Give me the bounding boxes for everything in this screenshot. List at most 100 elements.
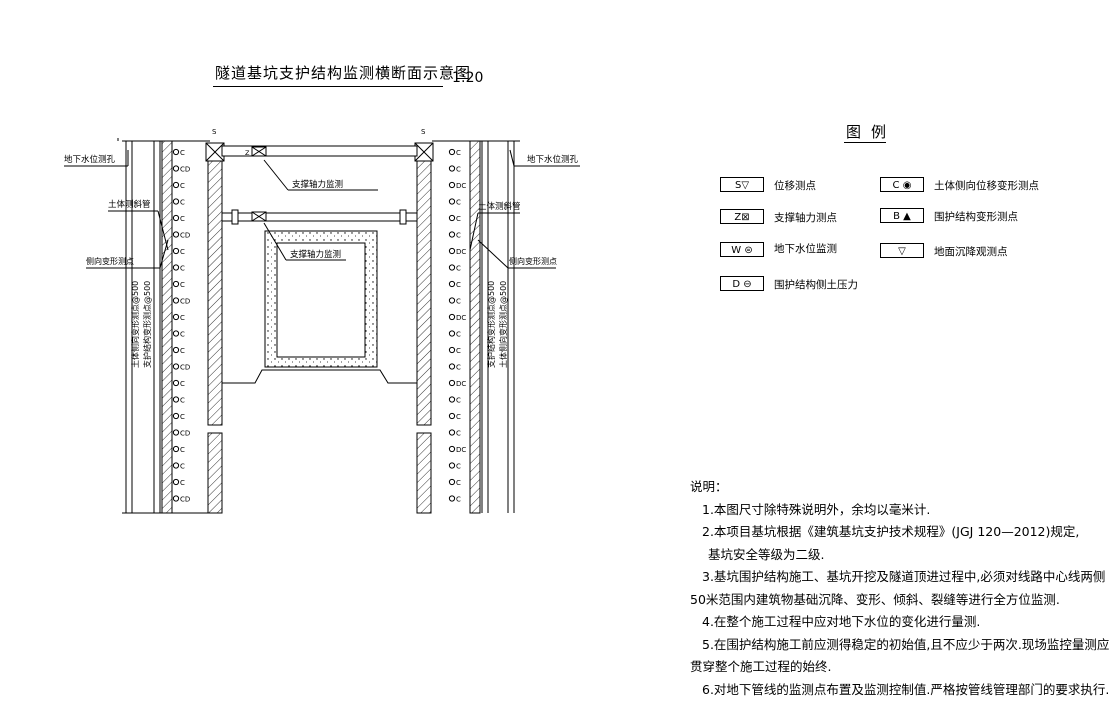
marker-z-top: Z (245, 149, 250, 157)
note-line: 贯穿整个施工过程的始终. (690, 659, 832, 674)
monitoring-point-label: CD (180, 364, 190, 372)
monitoring-point-label: C (456, 413, 461, 421)
monitoring-point-label: C (456, 166, 461, 174)
note-line: 6.对地下管线的监测点布置及监测控制值.严格按管线管理部门的要求执行. (702, 681, 1109, 697)
monitoring-point-marker (172, 330, 180, 337)
legend-symbol-earth-pressure: D ⊖ (720, 276, 764, 291)
monitoring-point-label: CD (180, 430, 190, 438)
monitoring-point-label: C (180, 149, 185, 157)
note-line: 4.在整个施工过程中应对地下水位的变化进行量测. (702, 614, 981, 629)
monitoring-point-marker (172, 445, 180, 453)
legend-title-underline (844, 142, 886, 143)
monitoring-point-marker (448, 214, 456, 222)
marker-s-left: S (212, 128, 217, 136)
label-lateral-right: 侧向变形测点 (509, 256, 557, 266)
monitoring-point-label: CD (180, 298, 190, 306)
label-vertical-left-1: 土体侧向变形测点@500 (130, 281, 140, 368)
label-inclinometer-left: 土体测斜管 (108, 199, 151, 210)
note-line: 1.本图尺寸除特殊说明外，余均以毫米计. (702, 501, 931, 517)
note-line: 3.基坑围护结构施工、基坑开挖及隧道顶进过程中,必须对线路中心线两侧 (702, 569, 1106, 584)
note-line: 2.本项目基坑根据《建筑基坑支护技术规程》(JGJ 120—2012)规定, (702, 524, 1080, 539)
legend-label-soil-lateral: 土体侧向位移变形测点 (934, 180, 1039, 192)
monitoring-point-marker (172, 297, 180, 304)
monitoring-point-label: CD (180, 496, 190, 504)
legend-symbol-strut-axial: Z⊠ (720, 209, 764, 224)
note-line: 5.在围护结构施工前应测得稳定的初始值,且不应少于两次.现场监控量测应 (702, 636, 1109, 652)
monitoring-point-label: DC (456, 182, 466, 190)
monitoring-point-label: C (180, 182, 185, 190)
label-strut-axial-mid: 支撑轴力监测 (290, 249, 341, 260)
monitoring-point-marker (172, 429, 180, 436)
legend-label-wall-deformation: 围护结构变形测点 (934, 211, 1018, 223)
monitoring-point-label: C (456, 331, 461, 339)
monitoring-point-label: C (180, 347, 185, 355)
monitoring-point-label: C (180, 413, 185, 421)
monitoring-point-label: C (456, 479, 461, 487)
monitoring-point-label: C (456, 347, 461, 355)
title-underline (213, 86, 443, 87)
monitoring-point-marker (448, 297, 456, 304)
monitoring-point-marker (448, 264, 456, 271)
note-line: 50米范围内建筑物基础沉降、变形、倾斜、裂缝等进行全方位监测. (690, 591, 1060, 607)
monitoring-point-marker (448, 247, 456, 255)
monitoring-point-label: C (180, 265, 185, 273)
monitoring-point-marker (172, 313, 180, 321)
legend-symbol-groundwater: W ⊜ (720, 242, 764, 257)
label-vertical-right-1: 支护结构变形测点@500 (486, 281, 496, 368)
monitoring-point-label: C (180, 281, 185, 289)
monitoring-point-marker (172, 214, 180, 222)
label-strut-axial-top: 支撑轴力监测 (292, 179, 343, 190)
monitoring-point-label: DC (456, 380, 466, 388)
monitoring-point-marker (448, 478, 456, 486)
monitoring-point-label: C (456, 232, 461, 240)
right-borehole (469, 140, 515, 514)
monitoring-point-marker (172, 181, 180, 189)
monitoring-point-label: CD (180, 232, 190, 240)
legend-title: 图例 (846, 123, 897, 141)
monitoring-point-label: DC (456, 314, 466, 322)
monitoring-point-label: C (456, 364, 461, 372)
legend-label-settlement: 地面沉降观测点 (934, 246, 1008, 258)
monitoring-point-label: C (180, 446, 185, 454)
monitoring-point-marker (448, 165, 456, 172)
monitoring-point-marker (172, 412, 180, 420)
legend-symbol-wall-deformation: B ▲ (880, 208, 924, 223)
monitoring-point-marker (448, 313, 456, 321)
legend-label-strut-axial: 支撑轴力测点 (774, 212, 837, 224)
monitoring-point-marker (172, 247, 180, 255)
monitoring-point-marker (172, 379, 180, 387)
monitoring-point-label: C (180, 215, 185, 223)
monitoring-point-marker (172, 264, 180, 271)
monitoring-point-marker (448, 280, 456, 288)
monitoring-point-marker (448, 346, 456, 354)
note-line: 基坑安全等级为二级. (708, 546, 825, 562)
monitoring-point-marker (172, 148, 180, 156)
legend-symbol-settlement: ▽ (880, 243, 924, 258)
monitoring-point-label: C (180, 380, 185, 388)
monitoring-point-label: C (180, 479, 185, 487)
left-retaining-wall (161, 140, 173, 514)
label-vertical-right-2: 土体侧向变形测点@500 (498, 281, 508, 368)
legend-label-groundwater: 地下水位监测 (774, 243, 837, 255)
monitoring-point-label: C (180, 331, 185, 339)
monitoring-point-marker (448, 148, 456, 156)
monitoring-point-label: C (456, 430, 461, 438)
monitoring-point-marker (172, 280, 180, 288)
monitoring-point-label: C (180, 397, 185, 405)
drawing-title: 隧道基坑支护结构监测横断面示意图 (215, 64, 472, 82)
monitoring-point-marker (172, 462, 180, 469)
legend-label-earth-pressure: 围护结构侧土压力 (774, 279, 858, 291)
monitoring-point-label: C (456, 298, 461, 306)
monitoring-point-label: C (180, 248, 185, 256)
label-inclinometer-right: 土体测斜管 (478, 201, 521, 212)
middle-strut (221, 209, 418, 225)
monitoring-point-marker (448, 445, 456, 453)
monitoring-point-marker (448, 330, 456, 337)
monitoring-point-label: C (456, 281, 461, 289)
label-groundwater-hole-right: 地下水位测孔 (527, 154, 579, 165)
top-strut (221, 145, 418, 157)
notes-block: 说明： 1.本图尺寸除特殊说明外，余均以毫米计. 2.本项目基坑根据《建筑基坑支… (690, 476, 1109, 701)
